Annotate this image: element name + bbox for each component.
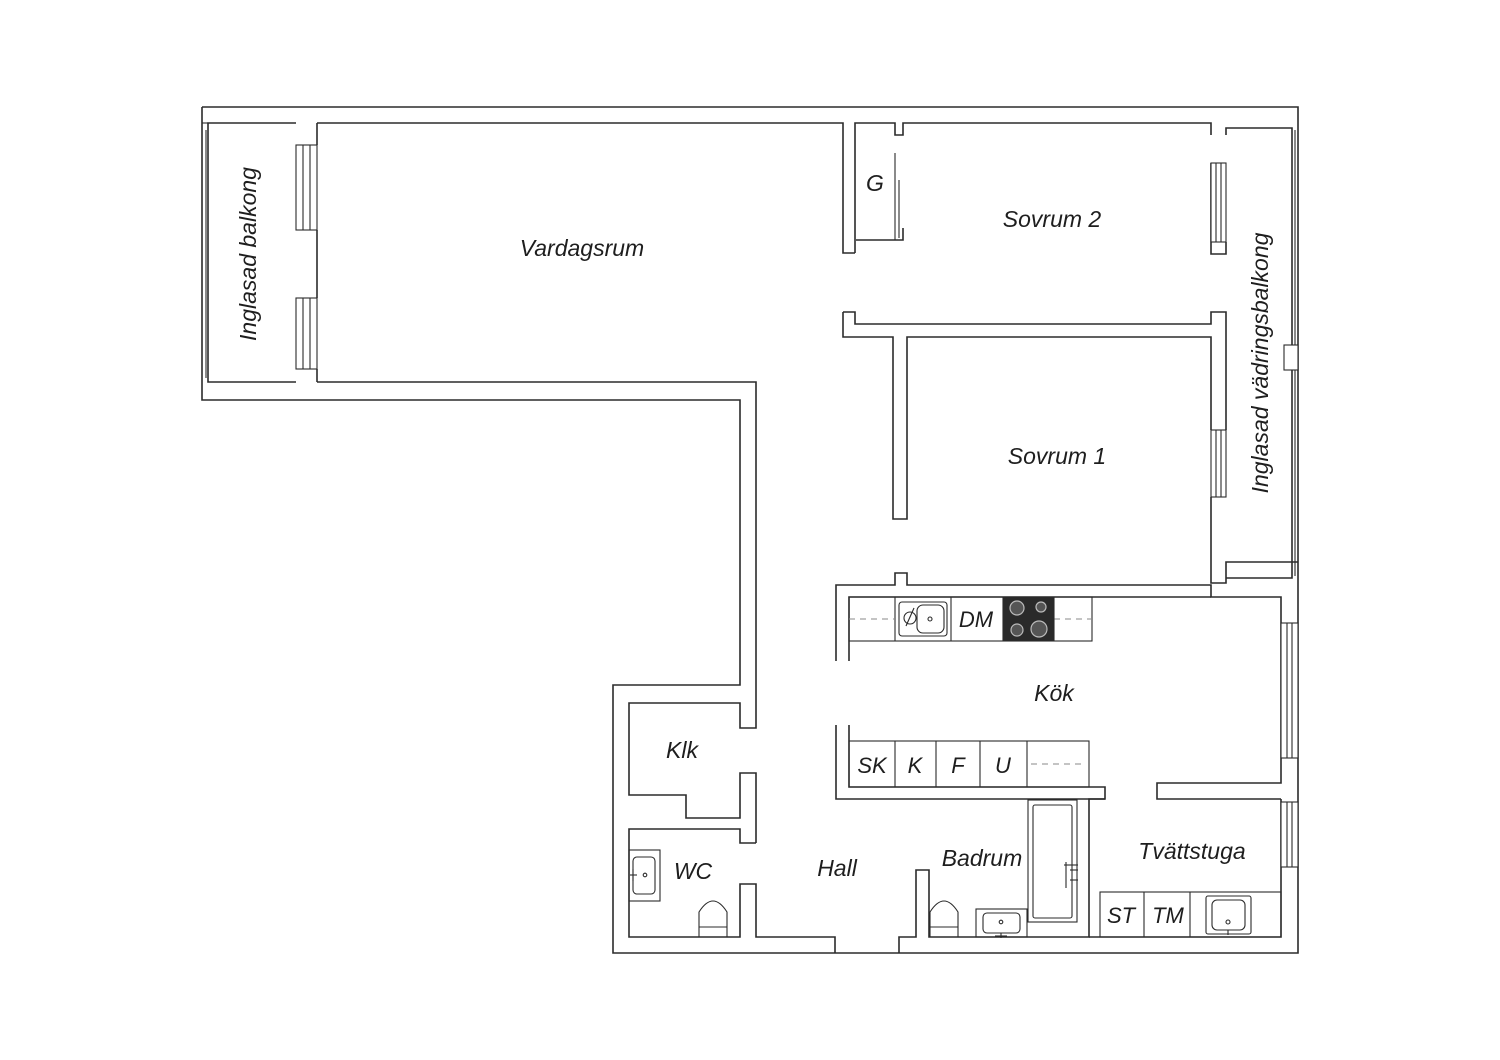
room-label-hall: Hall [817,855,858,881]
room-label-bedroom-2: Sovrum 2 [1003,206,1102,232]
outer-walls [201,106,1299,954]
bathtub-icon [1027,799,1078,923]
bedroom-2-walls [843,163,1227,430]
fridge-label: K [908,753,924,778]
west-balcony-walls [202,122,296,383]
lower-counter [848,740,1090,788]
freezer-label: F [951,753,966,778]
room-label-wc: WC [674,858,713,884]
washing-machine-label: TM [1152,903,1184,928]
room-label-bedroom-1: Sovrum 1 [1008,443,1106,469]
living-room-walls [316,122,855,843]
dryer-label: ST [1107,903,1137,928]
east-balcony-walls [1225,127,1299,579]
room-label-bathroom: Badrum [942,845,1023,871]
room-label-kitchen: Kök [1034,680,1075,706]
hob-icon [1003,596,1055,642]
bedroom-2-window [1210,162,1227,243]
room-label-cloakroom: Klk [666,737,699,763]
laundry-window [1280,801,1299,868]
wc-washbasin-icon [628,849,661,902]
bedroom-1-window [1210,429,1227,498]
bathroom-toilet-icon [929,900,959,938]
room-label-closet-g: G [866,170,884,196]
kitchen-sink-icon [898,601,948,637]
closet-g-walls [854,122,1212,253]
room-label-living-room: Vardagsrum [520,235,644,261]
room-label-laundry-room: Tvättstuga [1138,838,1245,864]
laundry-machines [1099,891,1282,938]
room-label-glazed-balcony: Inglasad balkong [235,167,261,341]
laundry-sink-icon [1205,895,1252,935]
bathroom-washbasin-icon [975,908,1028,938]
room-label-airing-balcony: Inglasad vädringsbalkong [1247,232,1273,493]
oven-label: U [995,753,1011,778]
dishwasher-label: DM [959,607,994,632]
living-room-windows [205,130,318,378]
wc-toilet-icon [698,900,728,938]
bedroom-1-walls [842,312,1298,584]
kitchen-east-window [1280,622,1299,759]
broom-cupboard-label: SK [857,753,888,778]
